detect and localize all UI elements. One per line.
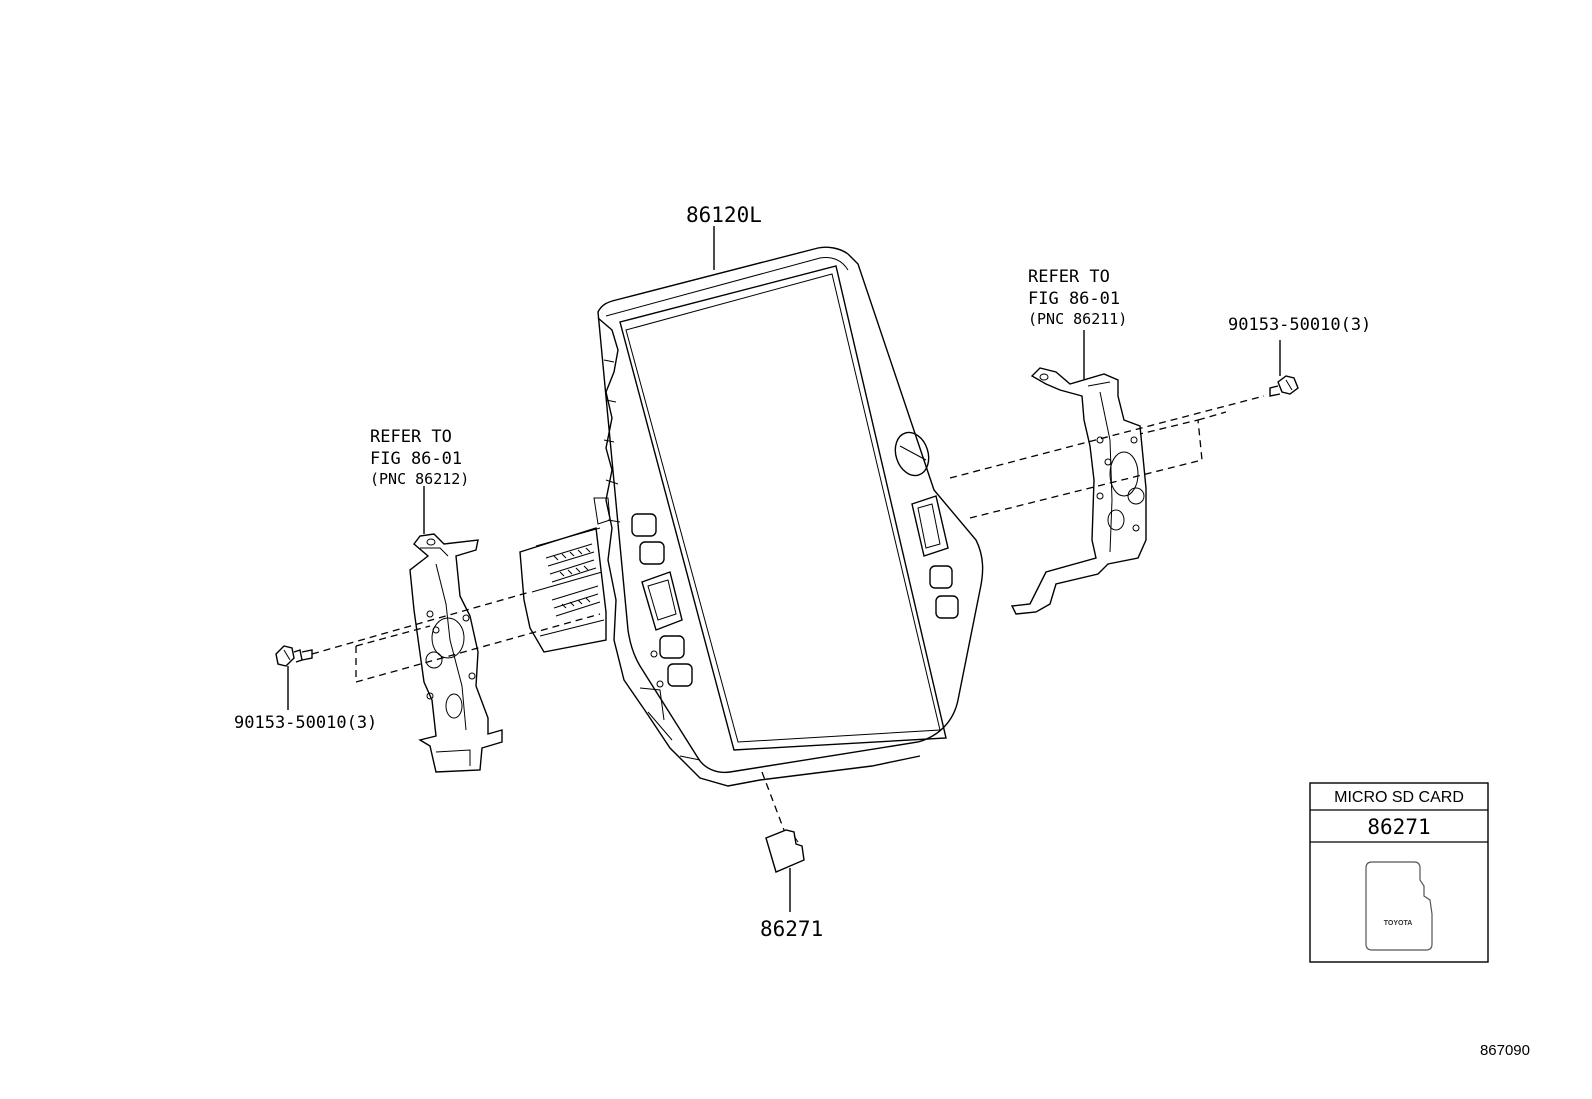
legend-box-part-number: 86271 (1367, 815, 1430, 839)
right-bracket-pnc-label: (PNC 86211) (1028, 310, 1127, 328)
right-bracket-drawing (1010, 330, 1147, 615)
micro-sd-card-icon: TOYOTA (1365, 861, 1433, 951)
left-bracket-refer-label: REFER TO (370, 427, 452, 447)
left-screw-drawing (275, 645, 313, 710)
right-bracket-fig-label: FIG 86-01 (1028, 289, 1120, 309)
left-screw-part-number: 90153-50010(3) (234, 713, 377, 733)
sd-card-drawing (765, 829, 805, 912)
right-screw-part-number: 90153-50010(3) (1228, 315, 1371, 335)
assembly-lines (311, 226, 1265, 831)
sd-card-part-number: 86271 (760, 917, 823, 941)
figure-id: 867090 (1480, 1042, 1530, 1059)
left-bracket-drawing (409, 486, 503, 773)
legend-box-title: MICRO SD CARD (1334, 789, 1464, 806)
display-unit-drawing (519, 246, 984, 787)
legend-box: MICRO SD CARD 86271 TOYOTA (1309, 782, 1489, 963)
right-screw-drawing (1269, 340, 1299, 397)
left-bracket-pnc-label: (PNC 86212) (370, 470, 469, 488)
right-bracket-refer-label: REFER TO (1028, 267, 1110, 287)
toyota-logo-text: TOYOTA (1384, 920, 1413, 927)
display-part-number: 86120L (686, 203, 762, 227)
left-bracket-fig-label: FIG 86-01 (370, 449, 462, 469)
